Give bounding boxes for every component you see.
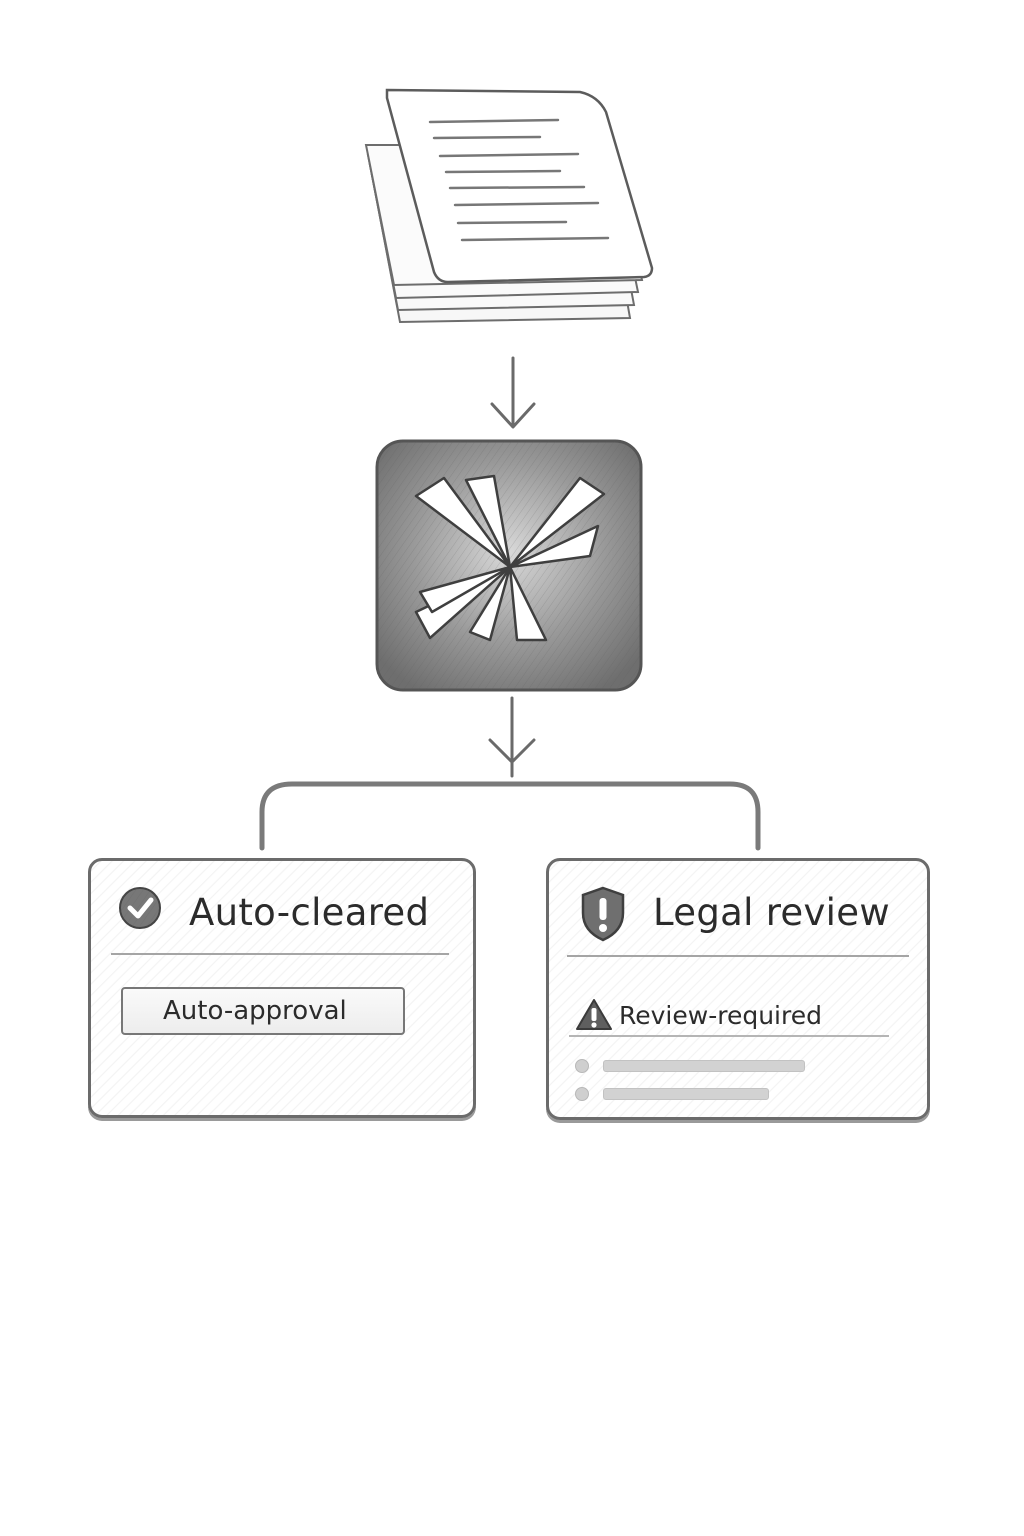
auto-approval-chip[interactable]: Auto-approval (121, 987, 405, 1035)
placeholder-bar (603, 1088, 769, 1100)
bullet-icon (575, 1059, 589, 1073)
pinwheel-router-icon (414, 474, 606, 642)
divider (567, 955, 909, 957)
card-title: Legal review (653, 891, 890, 934)
placeholder-row (575, 1059, 805, 1073)
bullet-icon (575, 1087, 589, 1101)
divider (111, 953, 449, 955)
arrow-down-icon (490, 356, 536, 429)
status-label: Review-required (619, 1000, 822, 1030)
arrow-down-icon (488, 696, 536, 778)
auto-cleared-card[interactable]: Auto-cleared Auto-approval (88, 858, 476, 1118)
document-stack-icon (364, 88, 654, 324)
card-title: Auto-cleared (189, 891, 430, 934)
placeholder-bar (603, 1060, 805, 1072)
divider (569, 1035, 889, 1037)
review-required-status: Review-required (575, 995, 822, 1035)
processor-node (375, 439, 643, 692)
legal-review-card[interactable]: Legal review Review-required (546, 858, 930, 1120)
check-circle-icon (119, 887, 161, 929)
warning-triangle-icon (576, 999, 612, 1030)
shield-alert-icon (581, 886, 625, 942)
placeholder-row (575, 1087, 769, 1101)
branch-connector (259, 781, 761, 851)
